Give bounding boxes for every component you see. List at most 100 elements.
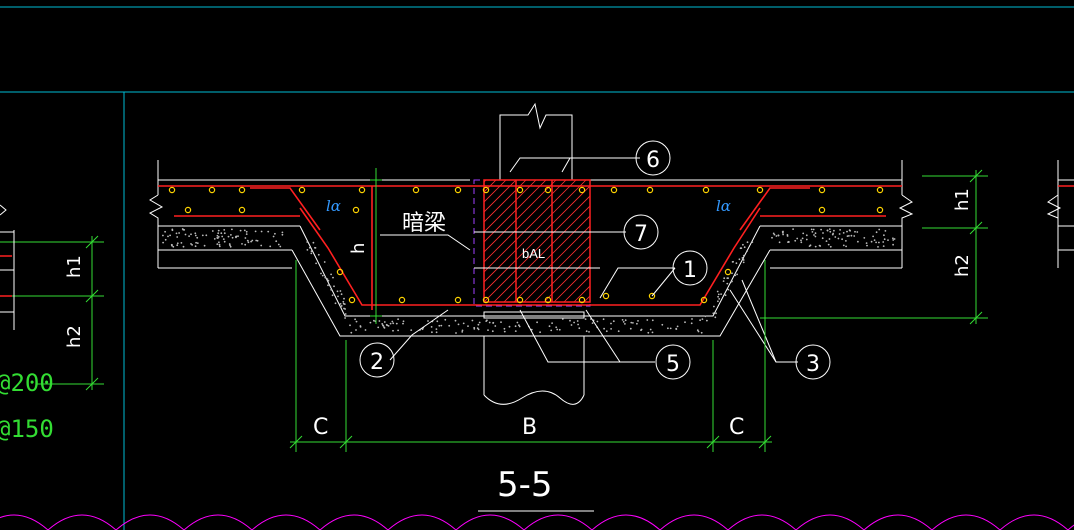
speckle	[676, 325, 679, 328]
speckle	[624, 319, 627, 322]
speckle	[229, 244, 231, 247]
rebar-dot	[544, 186, 552, 194]
speckle	[548, 325, 551, 328]
speckle	[684, 321, 686, 324]
speckle	[746, 241, 749, 244]
speckle	[350, 315, 352, 317]
speckle	[751, 241, 754, 244]
speckle	[518, 324, 520, 327]
speckle	[201, 234, 204, 237]
speckle	[260, 230, 263, 233]
rebar-dot	[610, 186, 618, 194]
speckle	[178, 232, 181, 234]
speckle	[457, 323, 460, 326]
speckle	[704, 315, 707, 318]
speckle	[494, 325, 497, 327]
speckle	[256, 239, 259, 242]
hatch-line	[484, 180, 507, 203]
speckle	[196, 236, 199, 239]
speckle	[190, 243, 192, 245]
speckle	[723, 277, 726, 280]
slab-outline	[148, 102, 914, 405]
speckle	[421, 328, 424, 331]
speckle	[444, 318, 447, 321]
speckle	[342, 300, 345, 303]
speckle	[402, 322, 404, 325]
speckle	[637, 320, 639, 322]
bottom-arc	[659, 514, 729, 530]
speckle	[339, 306, 342, 309]
hatch-line	[503, 215, 590, 302]
rebar-dot	[238, 206, 246, 214]
speckle	[448, 324, 451, 327]
hatch-line	[484, 195, 590, 302]
speckle	[435, 331, 438, 334]
speckle	[461, 329, 464, 332]
speckle	[162, 234, 164, 237]
speckle	[389, 322, 392, 325]
rebar-dot	[544, 296, 552, 304]
speckle	[629, 327, 632, 330]
hatch-line	[493, 205, 590, 302]
speckle	[551, 322, 553, 324]
speckle	[485, 320, 488, 322]
speckle	[825, 240, 828, 243]
speckle	[845, 240, 847, 242]
dim-c-left: C	[313, 415, 328, 440]
speckle	[279, 245, 282, 248]
speckle	[176, 236, 179, 238]
speckle	[391, 320, 394, 323]
speckle	[329, 285, 332, 288]
speckle	[801, 237, 804, 240]
speckle	[190, 233, 192, 236]
speckle	[175, 232, 178, 235]
speckle	[216, 234, 219, 237]
speckle	[355, 329, 357, 331]
beam-label: 暗梁	[402, 210, 446, 235]
speckle	[308, 246, 311, 249]
hidden-beam-zone	[473, 179, 600, 307]
speckle	[223, 229, 226, 231]
speckle	[651, 319, 654, 322]
drawing-frame	[0, 6, 1074, 530]
speckle	[471, 319, 474, 322]
speckle	[794, 239, 797, 242]
speckle	[550, 329, 553, 332]
speckle	[883, 238, 886, 241]
speckle	[718, 298, 721, 300]
dimension-lines	[0, 168, 988, 452]
speckle	[585, 330, 588, 333]
speckle	[350, 331, 353, 334]
rebar-dot	[578, 186, 586, 194]
rebar-dot	[646, 186, 654, 194]
speckle	[569, 319, 571, 322]
hatch-line	[513, 225, 590, 302]
speckle	[667, 327, 669, 330]
speckle	[222, 238, 225, 241]
hatch-line	[523, 235, 590, 302]
speckle	[536, 321, 538, 324]
speckle	[321, 274, 324, 277]
callout-3: 3	[795, 344, 831, 380]
beam-code: bAL	[522, 246, 545, 261]
speckle	[591, 322, 594, 324]
speckle	[217, 232, 220, 235]
speckle	[246, 239, 249, 242]
hatch-line	[553, 265, 590, 302]
speckle	[272, 235, 275, 238]
speckle	[176, 242, 179, 245]
speckle	[473, 328, 476, 330]
speckle	[883, 234, 885, 237]
speckle	[331, 294, 334, 297]
svg-text:1: 1	[683, 258, 697, 283]
speckle	[386, 324, 389, 327]
speckle	[850, 234, 853, 237]
speckle	[467, 325, 469, 327]
speckle	[792, 228, 794, 231]
speckle	[392, 322, 395, 325]
speckle	[669, 327, 672, 330]
speckle	[690, 322, 693, 325]
speckle	[842, 232, 845, 234]
speckle	[884, 230, 887, 232]
speckle	[651, 331, 654, 334]
